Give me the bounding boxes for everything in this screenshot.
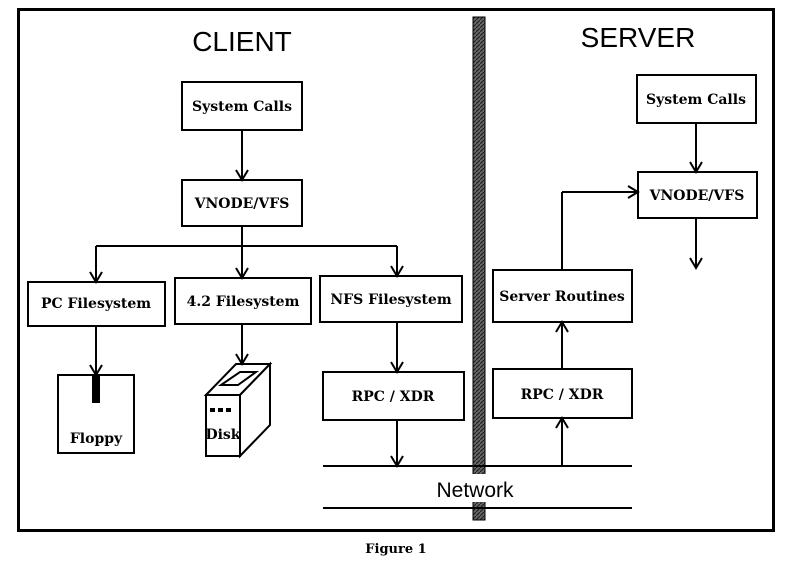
server-rpc-xdr-box: RPC / XDR xyxy=(492,368,633,419)
disk-device: Disk xyxy=(203,361,273,459)
client-system-calls-label: System Calls xyxy=(192,99,292,115)
server-routines-label: Server Routines xyxy=(499,289,625,305)
network-label: Network xyxy=(436,479,514,502)
server-header: SERVER xyxy=(581,22,696,53)
figure-caption: Figure 1 xyxy=(365,542,426,557)
server-vnode-vfs-box: VNODE/VFS xyxy=(637,171,758,219)
server-system-calls-label: System Calls xyxy=(646,92,746,108)
client-system-calls-box: System Calls xyxy=(181,81,303,131)
client-rpc-xdr-box: RPC / XDR xyxy=(322,371,465,421)
fs42-box: 4.2 Filesystem xyxy=(174,277,312,325)
fs42-label: 4.2 Filesystem xyxy=(187,294,300,310)
floppy-device: Floppy xyxy=(57,374,135,454)
client-vnode-vfs-box: VNODE/VFS xyxy=(181,179,303,227)
client-rpc-xdr-label: RPC / XDR xyxy=(352,389,435,405)
pc-filesystem-label: PC Filesystem xyxy=(41,296,151,312)
figure-frame xyxy=(17,8,775,532)
client-connectors xyxy=(89,130,404,468)
pc-filesystem-box: PC Filesystem xyxy=(27,281,166,327)
client-header: CLIENT xyxy=(192,26,292,57)
floppy-slot-icon xyxy=(92,375,100,403)
server-routines-box: Server Routines xyxy=(492,269,633,323)
disk-label: Disk xyxy=(205,427,240,443)
network-bus: Network xyxy=(323,465,632,509)
server-system-calls-box: System Calls xyxy=(636,74,757,124)
server-rpc-xdr-label: RPC / XDR xyxy=(521,387,604,403)
server-vnode-vfs-label: VNODE/VFS xyxy=(649,188,745,204)
floppy-label: Floppy xyxy=(70,431,123,447)
nfs-filesystem-box: NFS Filesystem xyxy=(319,275,463,323)
client-vnode-vfs-label: VNODE/VFS xyxy=(194,196,290,212)
server-connectors xyxy=(555,123,703,466)
nfs-filesystem-label: NFS Filesystem xyxy=(330,292,451,308)
client-server-divider xyxy=(472,16,486,521)
